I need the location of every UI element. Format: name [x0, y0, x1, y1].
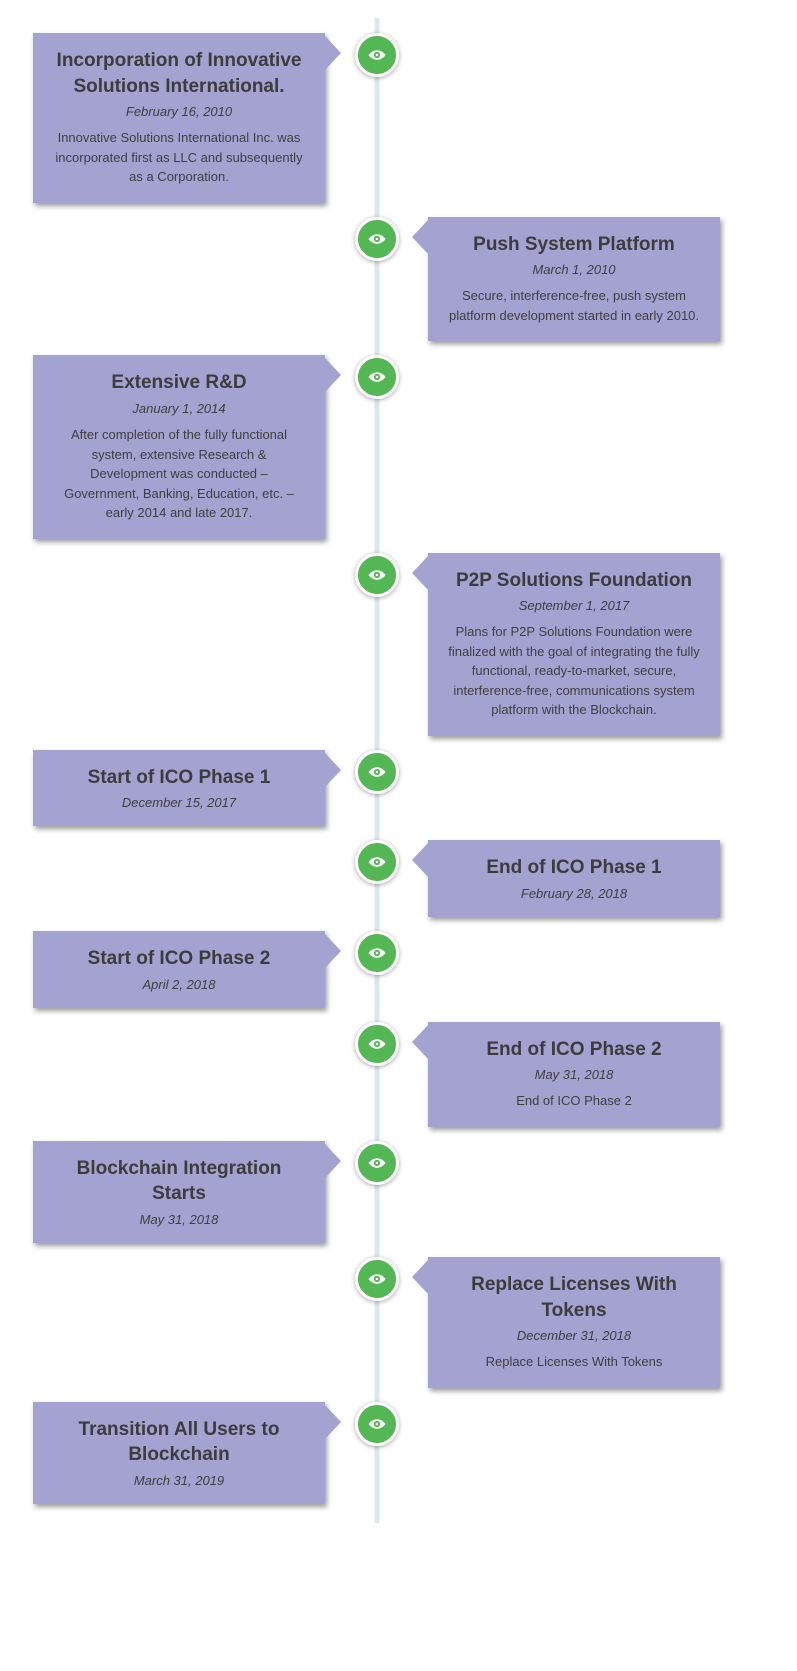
event-description: Plans for P2P Solutions Foundation were …: [448, 624, 700, 718]
event-title: Incorporation of Innovative Solutions In…: [56, 50, 302, 97]
eye-icon: [366, 1152, 388, 1174]
timeline-card: End of ICO Phase 2 May 31, 2018 End of I…: [412, 1021, 720, 1127]
event-date: September 1, 2017: [518, 598, 630, 614]
event-title: Replace Licenses With Tokens: [471, 1274, 677, 1321]
timeline-page: Incorporation of Innovative Solutions In…: [33, 0, 720, 1635]
timeline-item: Start of ICO Phase 2 April 2, 2018: [33, 930, 720, 1008]
event-date: March 1, 2010: [532, 262, 616, 278]
timeline-item: Start of ICO Phase 1 December 15, 2017: [33, 749, 720, 827]
timeline: Incorporation of Innovative Solutions In…: [33, 0, 720, 1635]
timeline-item: Replace Licenses With Tokens December 31…: [33, 1257, 720, 1388]
timeline-item: Incorporation of Innovative Solutions In…: [33, 33, 720, 203]
event-date: May 31, 2018: [534, 1067, 614, 1083]
eye-icon: [366, 366, 388, 388]
timeline-card: End of ICO Phase 1 February 28, 2018: [412, 840, 720, 917]
timeline-marker[interactable]: [354, 749, 399, 794]
timeline-card: Push System Platform March 1, 2010 Secur…: [412, 216, 720, 342]
event-description: End of ICO Phase 2: [516, 1093, 632, 1109]
timeline-marker[interactable]: [354, 930, 399, 975]
timeline-card: Incorporation of Innovative Solutions In…: [33, 33, 341, 203]
timeline-marker[interactable]: [354, 216, 399, 261]
timeline-item: Push System Platform March 1, 2010 Secur…: [33, 216, 720, 342]
timeline-marker[interactable]: [354, 840, 399, 885]
event-description: After completion of the fully functional…: [64, 427, 294, 521]
eye-icon: [366, 1268, 388, 1290]
timeline-card: Start of ICO Phase 1 December 15, 2017: [33, 749, 341, 827]
event-date: January 1, 2014: [132, 401, 226, 417]
timeline-item: P2P Solutions Foundation September 1, 20…: [33, 552, 720, 736]
timeline-item: End of ICO Phase 2 May 31, 2018 End of I…: [33, 1021, 720, 1127]
event-title: Transition All Users to Blockchain: [78, 1418, 280, 1466]
event-title: Blockchain Integration Starts: [76, 1157, 282, 1205]
event-title: End of ICO Phase 1: [486, 857, 662, 879]
timeline-card: Replace Licenses With Tokens December 31…: [412, 1257, 720, 1388]
timeline-marker[interactable]: [354, 1257, 399, 1302]
timeline-item: End of ICO Phase 1 February 28, 2018: [33, 840, 720, 917]
event-date: December 31, 2018: [516, 1328, 632, 1344]
event-title: Start of ICO Phase 1: [87, 766, 271, 788]
eye-icon: [366, 228, 388, 250]
timeline-items: Incorporation of Innovative Solutions In…: [33, 33, 720, 1505]
eye-icon: [366, 564, 388, 586]
event-date: May 31, 2018: [139, 1212, 219, 1228]
event-title: Push System Platform: [473, 233, 675, 255]
event-title: Start of ICO Phase 2: [87, 947, 271, 969]
timeline-marker[interactable]: [354, 1401, 399, 1446]
event-date: April 2, 2018: [142, 976, 216, 992]
timeline-card: Blockchain Integration Starts May 31, 20…: [33, 1140, 341, 1244]
timeline-marker[interactable]: [354, 1021, 399, 1066]
eye-icon: [366, 1413, 388, 1435]
event-date: March 31, 2019: [133, 1473, 225, 1489]
timeline-card: Transition All Users to Blockchain March…: [33, 1401, 341, 1505]
timeline-card: P2P Solutions Foundation September 1, 20…: [412, 552, 720, 736]
timeline-item: Blockchain Integration Starts May 31, 20…: [33, 1140, 720, 1244]
event-date: February 16, 2010: [125, 104, 233, 120]
event-title: P2P Solutions Foundation: [455, 569, 693, 591]
event-date: February 28, 2018: [520, 885, 628, 901]
timeline-marker[interactable]: [354, 33, 399, 77]
eye-icon: [366, 761, 388, 783]
event-description: Innovative Solutions International Inc. …: [55, 130, 303, 185]
timeline-marker[interactable]: [354, 552, 399, 597]
timeline-card: Extensive R&D January 1, 2014 After comp…: [33, 355, 341, 539]
timeline-card: Start of ICO Phase 2 April 2, 2018: [33, 930, 341, 1008]
timeline-item: Extensive R&D January 1, 2014 After comp…: [33, 355, 720, 539]
eye-icon: [366, 44, 388, 66]
eye-icon: [366, 1033, 388, 1055]
eye-icon: [366, 942, 388, 964]
event-title: End of ICO Phase 2: [486, 1038, 662, 1060]
eye-icon: [366, 851, 388, 873]
event-description: Secure, interference-free, push system p…: [448, 288, 700, 323]
event-date: December 15, 2017: [121, 795, 237, 811]
timeline-item: Transition All Users to Blockchain March…: [33, 1401, 720, 1505]
timeline-marker[interactable]: [354, 355, 399, 400]
event-title: Extensive R&D: [111, 372, 247, 394]
timeline-marker[interactable]: [354, 1140, 399, 1185]
event-description: Replace Licenses With Tokens: [485, 1354, 663, 1370]
